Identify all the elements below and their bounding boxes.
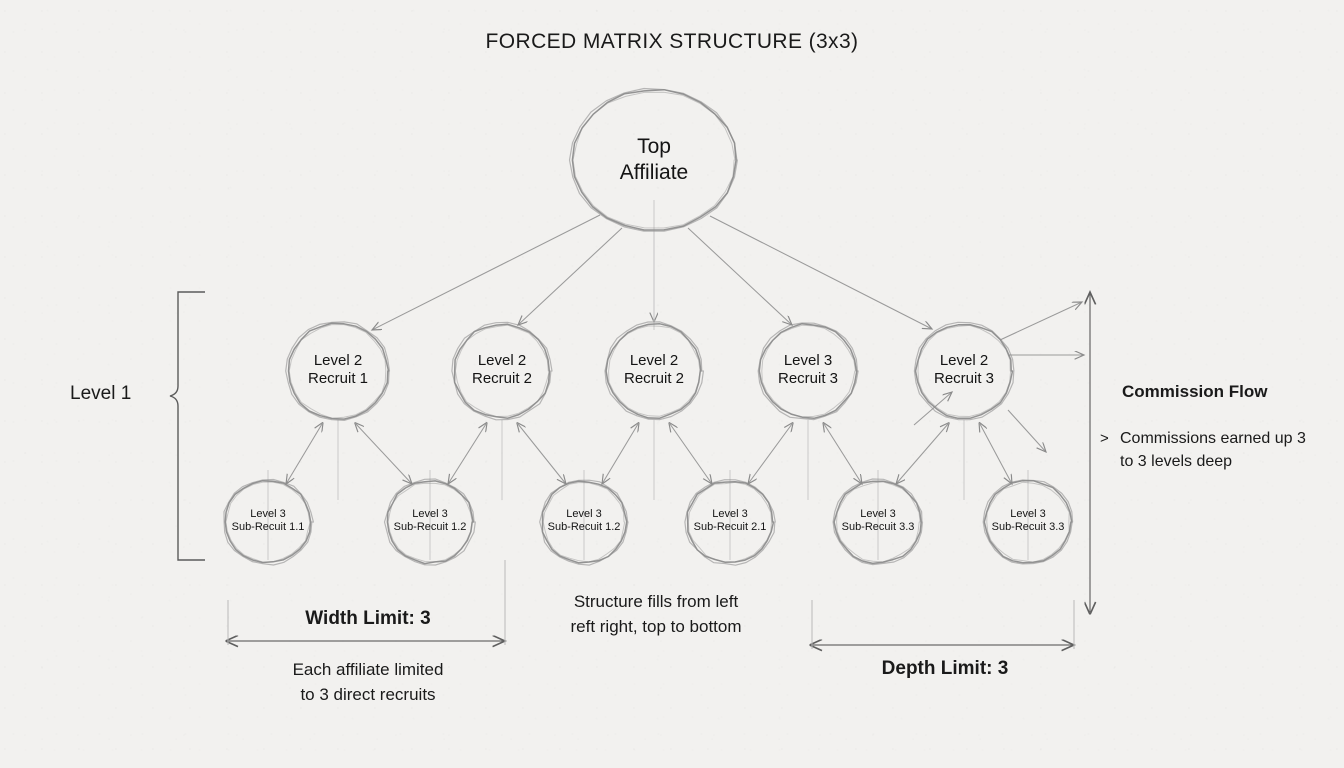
commission-note-line1: Commissions earned up 3 bbox=[1120, 430, 1306, 447]
node-outline bbox=[451, 321, 553, 421]
fill-note-line2: reft right, top to bottom bbox=[570, 616, 742, 636]
node-outline bbox=[761, 324, 856, 418]
node-outline bbox=[757, 322, 859, 421]
node-outline bbox=[568, 87, 738, 232]
node-outline bbox=[542, 482, 626, 563]
level2-to-level3-edges bbox=[286, 424, 1012, 484]
node-outline bbox=[288, 324, 387, 419]
node-outline bbox=[225, 481, 311, 563]
node-outline bbox=[539, 479, 629, 566]
node-outline bbox=[913, 321, 1015, 421]
width-limit-note-line1: Each affiliate limited bbox=[292, 660, 444, 679]
node-outline bbox=[571, 88, 737, 231]
node-outline bbox=[604, 321, 704, 421]
level1-brace bbox=[169, 291, 205, 561]
commission-note-line2: to 3 levels deep bbox=[1120, 452, 1233, 470]
faint-vertical-guides bbox=[267, 200, 1029, 560]
fill-note-line1: Structure fills from left bbox=[573, 592, 739, 611]
width-limit-label: Width Limit: 3 bbox=[305, 608, 431, 629]
width-limit-ticks bbox=[227, 560, 506, 645]
node-outline bbox=[285, 321, 391, 421]
commission-bullet-icon: > bbox=[1100, 430, 1109, 447]
commission-flow-note: Commissions earned up 3 to 3 levels deep bbox=[1120, 428, 1335, 473]
commission-pointer-edges bbox=[913, 302, 1084, 452]
node-outline bbox=[605, 323, 702, 419]
node-outline bbox=[836, 481, 921, 563]
width-limit-note: Each affiliate limited to 3 direct recru… bbox=[218, 658, 518, 707]
node-outline bbox=[982, 479, 1074, 565]
width-limit-note-line2: to 3 direct recruits bbox=[300, 684, 436, 704]
node-outline bbox=[383, 478, 476, 566]
node-outline bbox=[833, 480, 922, 565]
page-title: FORCED MATRIX STRUCTURE (3x3) bbox=[485, 30, 859, 53]
node-outline bbox=[387, 482, 473, 563]
node-outline bbox=[386, 480, 474, 565]
node-outline bbox=[758, 322, 858, 420]
node-outline bbox=[686, 480, 775, 563]
fill-order-note: Structure fills from left reft right, to… bbox=[516, 590, 796, 639]
node-outline bbox=[608, 325, 701, 417]
node-outline bbox=[223, 478, 314, 566]
node-outline bbox=[983, 479, 1073, 564]
depth-limit-label: Depth Limit: 3 bbox=[881, 658, 1009, 679]
node-outline bbox=[224, 479, 312, 564]
node-outline bbox=[832, 478, 924, 566]
commission-flow-title: Commission Flow bbox=[1122, 382, 1268, 401]
node-outline bbox=[572, 91, 736, 229]
node-outline bbox=[453, 323, 551, 419]
node-outline bbox=[914, 323, 1014, 420]
node-outline bbox=[454, 324, 550, 417]
level-1-label: Level 1 bbox=[70, 383, 132, 404]
node-outline bbox=[287, 322, 390, 420]
node-outline bbox=[986, 481, 1070, 563]
node-outline bbox=[684, 479, 776, 566]
depth-limit-ticks bbox=[811, 600, 1075, 649]
node-outline bbox=[687, 481, 773, 563]
node-outline bbox=[917, 324, 1012, 417]
